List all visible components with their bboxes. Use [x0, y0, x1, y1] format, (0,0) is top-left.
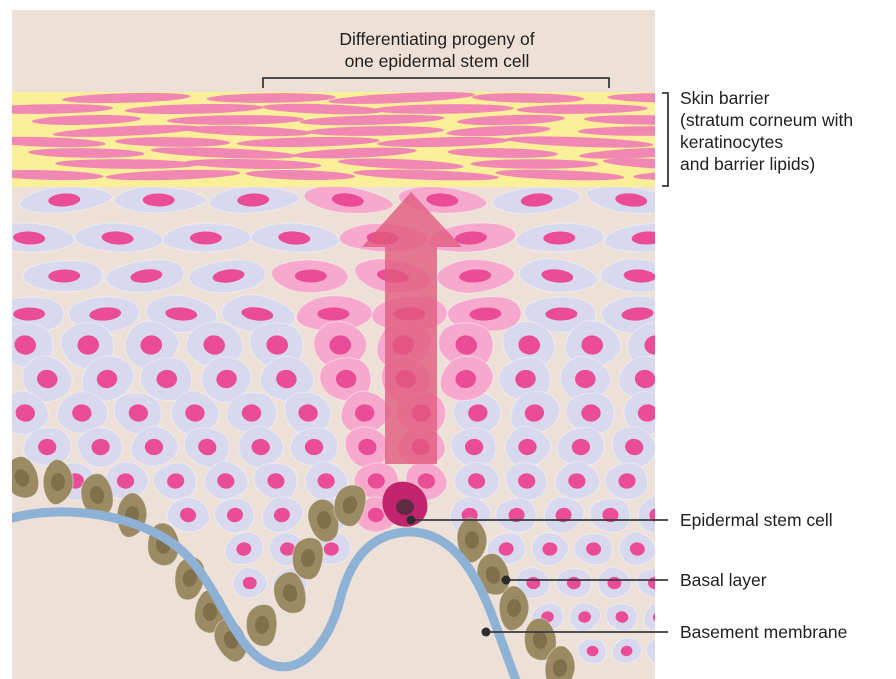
stem-cell-label: Epidermal stem cell: [680, 510, 833, 530]
basement-membrane-leader-dot: [482, 628, 491, 637]
skin-barrier-bracket: [662, 93, 668, 186]
keratinocyte-cell: [646, 638, 675, 664]
stem-cell-leader-dot: [407, 516, 416, 525]
caption-line-1: Differentiating progeny of: [339, 29, 534, 49]
nucleus: [295, 269, 327, 282]
basement-membrane-label: Basement membrane: [680, 622, 847, 642]
nucleus: [587, 646, 599, 656]
skin-barrier-line-4: and barrier lipids): [680, 154, 815, 174]
basal-layer-leader-dot: [502, 576, 511, 585]
stem-cell-nucleus: [396, 499, 414, 515]
nucleus: [668, 472, 687, 489]
skin-barrier-line-1: Skin barrier: [680, 88, 770, 108]
keratinocyte-cell: [656, 461, 700, 499]
skin-barrier-line-2: (stratum corneum with: [680, 110, 853, 130]
keratinocyte-cell: [638, 497, 678, 533]
keratinocyte-cell: [644, 603, 676, 631]
nucleus: [317, 307, 349, 320]
basal-layer-label: Basal layer: [680, 570, 767, 590]
nucleus: [654, 645, 667, 657]
caption-line-2: one epidermal stem cell: [345, 51, 530, 71]
skin-barrier-line-3: keratinocytes: [680, 132, 783, 152]
